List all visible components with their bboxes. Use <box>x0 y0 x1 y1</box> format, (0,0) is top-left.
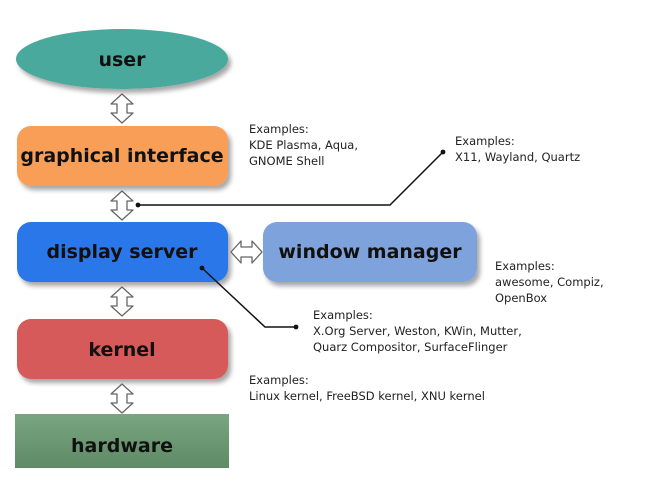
kernel-label: kernel <box>88 339 155 361</box>
window-manager-label: window manager <box>278 241 462 263</box>
note-line: Examples: <box>455 134 515 148</box>
note-line: KDE Plasma, Aqua, <box>249 138 358 152</box>
connector-display-server <box>201 267 296 328</box>
kernel-shape <box>17 319 228 379</box>
display-server-node: display server <box>17 222 228 282</box>
user-label: user <box>98 49 146 71</box>
display-server-shape <box>17 222 228 282</box>
kernel-node: kernel <box>17 319 228 379</box>
arrow-user-gui <box>110 93 134 124</box>
display-server-label: display server <box>47 241 199 263</box>
note-window-manager: Examples: awesome, Compiz, OpenBox <box>495 259 604 305</box>
note-kernel: Examples: Linux kernel, FreeBSD kernel, … <box>249 373 485 403</box>
user-shape <box>16 29 228 89</box>
window-manager-shape <box>263 222 477 282</box>
note-display-server: Examples: X.Org Server, Weston, KWin, Mu… <box>313 308 522 354</box>
graphical-interface-label: graphical interface <box>20 145 223 167</box>
note-line: OpenBox <box>495 291 547 305</box>
arrow-gui-display-server <box>110 190 134 221</box>
user-node: user <box>16 29 228 89</box>
note-line: X11, Wayland, Quartz <box>455 150 580 164</box>
arrow-kernel-hardware <box>110 383 134 414</box>
note-line: Quarz Compositor, SurfaceFlinger <box>313 340 508 354</box>
connector-protocol-start-dot <box>135 202 141 208</box>
note-line: Examples: <box>313 308 373 322</box>
note-graphical-interface: Examples: KDE Plasma, Aqua, GNOME Shell <box>249 122 358 168</box>
note-line: GNOME Shell <box>249 154 324 168</box>
note-display-protocol: Examples: X11, Wayland, Quartz <box>455 134 580 164</box>
window-manager-node: window manager <box>263 222 477 282</box>
connector-display-server-end-dot <box>293 324 299 330</box>
connector-protocol <box>138 151 444 206</box>
connector-display-server-start-dot <box>199 265 205 271</box>
note-line: Examples: <box>495 259 555 273</box>
arrow-display-server-kernel <box>110 286 134 317</box>
note-line: awesome, Compiz, <box>495 275 604 289</box>
arrow-display-server-window-manager <box>230 240 263 264</box>
graphical-interface-node: graphical interface <box>17 126 228 186</box>
hardware-shape <box>15 414 229 468</box>
note-line: Examples: <box>249 373 309 387</box>
graphical-interface-shape <box>17 126 228 186</box>
note-line: X.Org Server, Weston, KWin, Mutter, <box>313 324 522 338</box>
hardware-node: hardware <box>15 414 229 468</box>
connector-protocol-end-dot <box>440 149 446 155</box>
note-line: Linux kernel, FreeBSD kernel, XNU kernel <box>249 389 485 403</box>
hardware-label: hardware <box>71 435 173 457</box>
note-line: Examples: <box>249 122 309 136</box>
